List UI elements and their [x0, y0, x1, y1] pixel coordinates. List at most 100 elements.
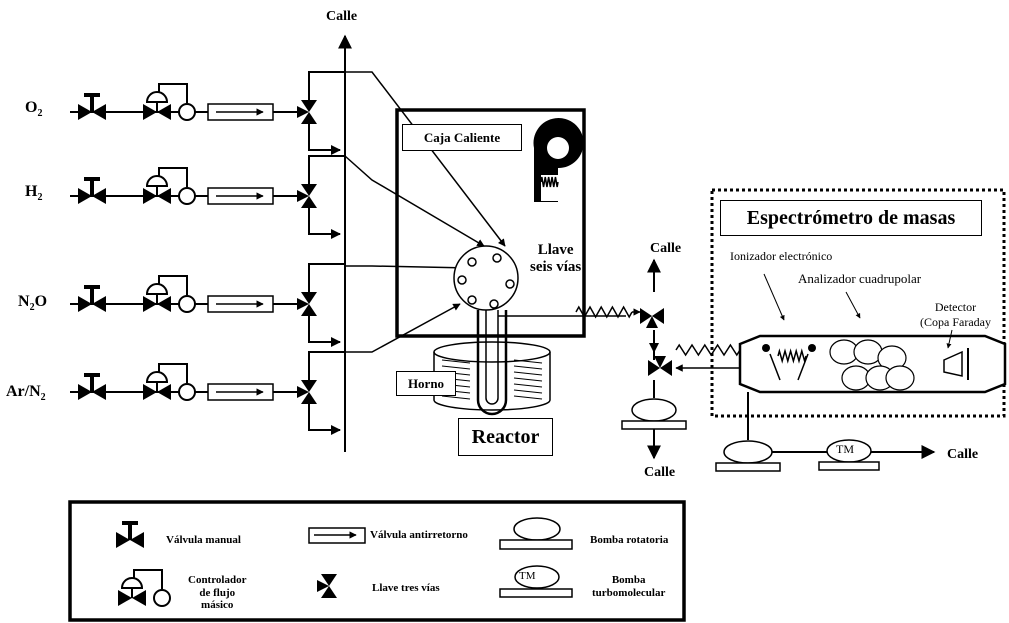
heater-coil: [540, 176, 559, 188]
analyzer-pointer: [845, 291, 861, 319]
check-valve-icon: [207, 295, 274, 313]
six-way-valve: [453, 245, 519, 311]
legend-check-valve-label: Válvula antirretorno: [370, 529, 468, 541]
oven-coil: [441, 359, 471, 364]
branch-up: [308, 351, 345, 380]
tm-pump-label: TM: [836, 442, 854, 456]
check-valve-icon: [207, 383, 274, 401]
branch-up: [308, 155, 345, 184]
oven-label: Horno: [396, 371, 456, 396]
ionizer-filament: [777, 348, 807, 364]
manual-valve-icon: [78, 373, 106, 400]
branch-down: [308, 124, 341, 155]
line-n2o-to-valve: [345, 264, 471, 272]
hot-box-label: Caja Caliente: [402, 124, 522, 151]
ionizer-dot: [762, 344, 770, 352]
valve-port: [505, 279, 515, 289]
manual-valve-icon: [78, 93, 106, 120]
hot-box: [395, 108, 586, 338]
oven-coil: [513, 359, 543, 364]
legend-turbo-pump-label: Bomba turbomolecular: [592, 574, 666, 600]
legend-check-valve-icon: [308, 527, 366, 544]
mass-flow-controller-icon: [143, 83, 196, 121]
heater-icon: [533, 118, 584, 202]
line-ar-to-valve: [345, 303, 461, 353]
mass-flow-controller-icon: [143, 363, 196, 401]
legend-three-way-label: Llave tres vías: [372, 582, 440, 594]
legend-mass-flow-label: Controlador de flujo másico: [188, 574, 247, 612]
ionizer-dot: [808, 344, 816, 352]
gas-line-o2: [70, 71, 345, 155]
line-o2-to-valve: [345, 71, 506, 247]
oven-coil: [513, 389, 543, 394]
legend-box: [68, 500, 686, 622]
gas-label-n2o: N2O: [18, 293, 48, 314]
three-way-valve-icon: [297, 184, 317, 208]
three-way-valve-icon: [640, 308, 664, 328]
oven-coil: [513, 395, 543, 400]
three-way-valve-icon: [297, 292, 317, 316]
mass-flow-controller-icon: [143, 275, 196, 313]
legend-turbo-pump-icon: [499, 565, 573, 598]
gas-lines: [70, 71, 345, 435]
vent-label-right: Calle: [947, 447, 979, 462]
quadrupole-rod: [885, 365, 915, 391]
oven-coil: [441, 365, 471, 370]
mass-spec-region: [710, 188, 1006, 418]
valve-port: [467, 257, 477, 267]
gas-label-h2: H2: [25, 183, 43, 204]
vent-label-top: Calle: [326, 9, 358, 24]
three-way-valve-icon: [297, 380, 317, 404]
detector-cup: [943, 350, 963, 377]
manual-valve-icon: [116, 521, 144, 548]
branch-down: [308, 208, 341, 239]
manual-valve-icon: [78, 177, 106, 204]
gas-line-ar-n2: [70, 351, 345, 435]
branch-up: [308, 263, 345, 292]
ionizer-pointer: [763, 273, 785, 321]
oven-coil: [441, 395, 471, 400]
branch-up: [308, 71, 345, 100]
vent-label-mid: Calle: [650, 241, 682, 256]
branch-down: [308, 404, 341, 435]
valve-port: [467, 295, 477, 305]
valve-port: [489, 299, 499, 309]
check-valve-icon: [207, 103, 274, 121]
branch-down: [308, 316, 341, 347]
oven-coil: [513, 377, 543, 382]
rotary-pump: [621, 398, 687, 430]
three-way-valve-icon: [648, 356, 672, 376]
valve-port: [457, 275, 467, 285]
detector-label: Detector (Copa Faraday: [920, 300, 991, 329]
vent-label-bottom: Calle: [644, 465, 676, 480]
detector-pointer: [946, 329, 953, 349]
mass-flow-controller-icon: [143, 167, 196, 205]
six-way-valve-label: Llave seis vías: [530, 242, 582, 276]
mass-flow-controller-icon: [118, 569, 171, 607]
analyzer-label: Analizador cuadrupolar: [798, 271, 922, 286]
legend-tm-label: TM: [519, 570, 536, 582]
ms-inlet-coil: [675, 343, 741, 357]
three-way-valve-icon: [297, 100, 317, 124]
oven-coil: [513, 371, 543, 376]
check-valve-icon: [207, 187, 274, 205]
reactor-label: Reactor: [458, 418, 553, 456]
gas-label-ar-n2: Ar/N2: [6, 383, 46, 404]
mass-spectrometer-title: Espectrómetro de masas: [720, 200, 982, 236]
gas-line-n2o: [70, 263, 345, 347]
ms-chamber: [738, 334, 1007, 394]
oven-coil: [513, 383, 543, 388]
legend-rotary-pump-label: Bomba rotatoria: [590, 534, 669, 546]
gas-label-o2: O2: [25, 99, 43, 120]
manual-valve-icon: [78, 285, 106, 312]
legend-rotary-pump-icon: [499, 517, 573, 550]
legend-manual-valve-label: Válvula manual: [166, 534, 241, 546]
line-h2-to-valve: [344, 155, 485, 247]
gas-line-h2: [70, 155, 345, 239]
valve-port: [492, 253, 502, 263]
turbo-pump: [818, 439, 880, 471]
static-diagram: [68, 34, 1007, 622]
three-way-valve-icon: [317, 574, 337, 598]
rotary-pump-ms: [715, 440, 781, 472]
